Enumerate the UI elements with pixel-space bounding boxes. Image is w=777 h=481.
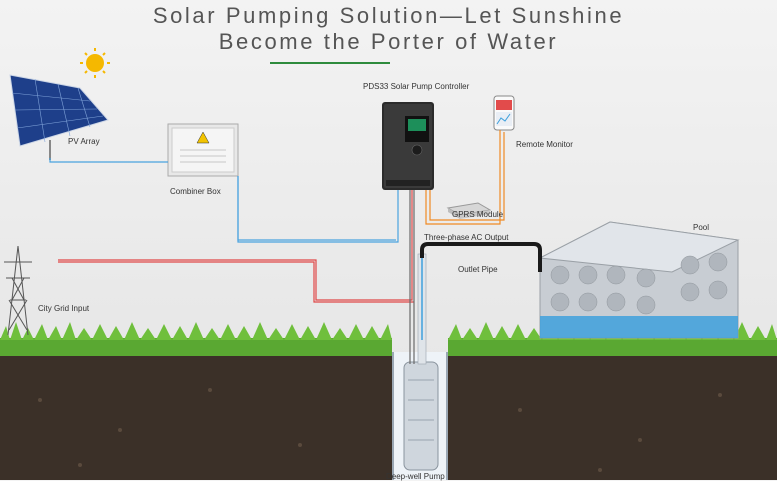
controller-label: PDS33 Solar Pump Controller xyxy=(363,82,470,91)
combiner-box-icon xyxy=(167,123,239,177)
gprs-module-icon xyxy=(446,202,492,219)
deep-well-pump-icon xyxy=(403,361,439,471)
phone-icon xyxy=(493,95,515,131)
outlet-pipe-label: Outlet Pipe xyxy=(458,265,498,274)
deep-well-pump-label: Deep-well Pump xyxy=(386,472,445,481)
outlet-pipe xyxy=(420,242,542,272)
diagram-title-line2: Become the Porter of Water xyxy=(218,29,559,54)
ac-output-label: Three-phase AC Output xyxy=(424,233,509,242)
power-pylon-icon xyxy=(4,245,32,336)
pv-array-label: PV Array xyxy=(68,137,100,146)
diagram-title-line1: Solar Pumping Solution—Let Sunshine xyxy=(152,3,625,28)
pool-label: Pool xyxy=(693,223,710,232)
gprs-module-label: GPRS Module xyxy=(452,210,504,219)
pv-array-icon xyxy=(9,74,109,160)
ac-output-cable xyxy=(409,190,415,364)
combiner-box-label: Combiner Box xyxy=(170,187,221,196)
water-tank-icon xyxy=(538,221,740,339)
signal-cable xyxy=(425,130,505,225)
sun-icon xyxy=(80,48,110,78)
soil xyxy=(0,352,777,480)
grid-cable xyxy=(58,190,414,303)
title-underline xyxy=(270,62,390,64)
remote-monitor-label: Remote Monitor xyxy=(516,140,573,149)
dc-cable xyxy=(49,158,399,243)
riser-pipe xyxy=(417,253,427,365)
pump-controller-icon xyxy=(382,102,434,190)
grid-input-label: City Grid Input xyxy=(38,304,90,313)
